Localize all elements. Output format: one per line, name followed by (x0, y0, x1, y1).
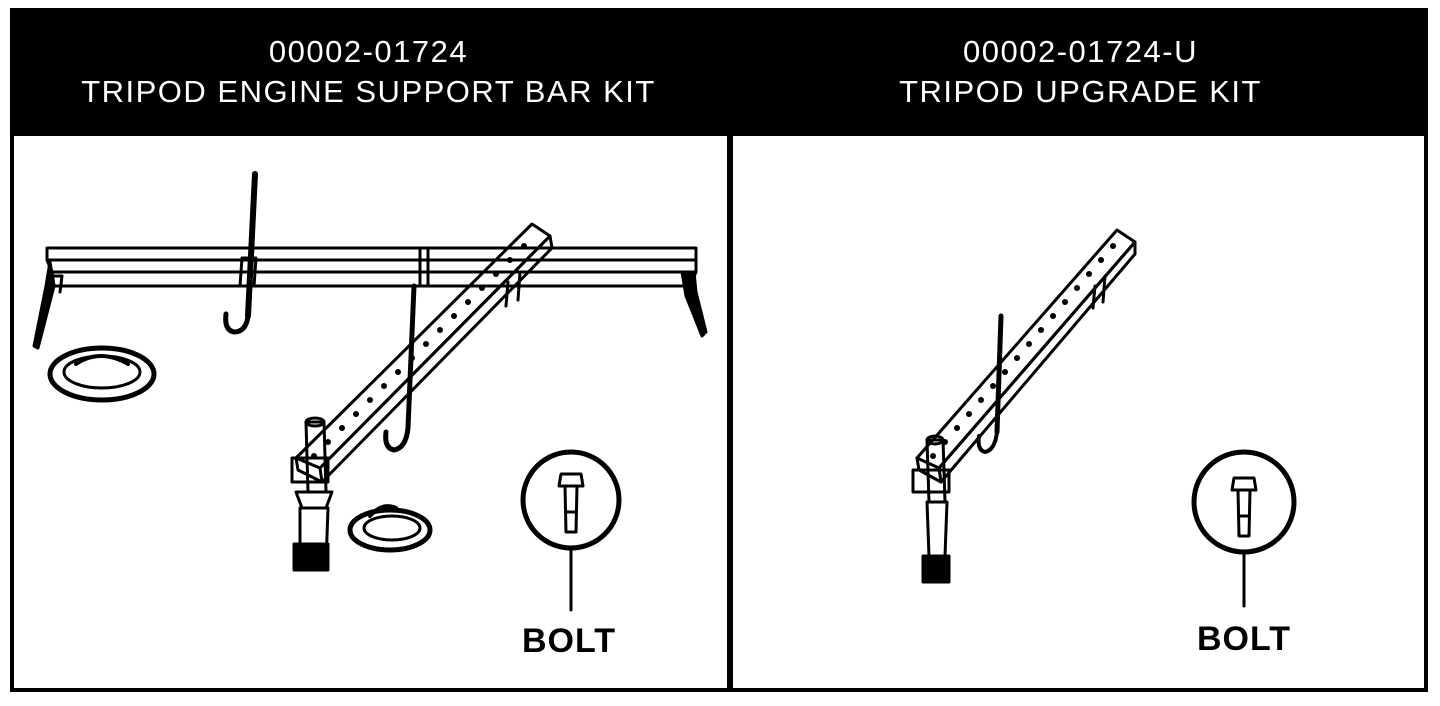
leg-post (290, 416, 334, 572)
bolt-label: BOLT (1197, 620, 1292, 658)
support-bar-kit-drawing (32, 171, 708, 612)
chain-loop-right (347, 504, 433, 553)
panel-header: 00002-01724 TRIPOD ENGINE SUPPORT BAR KI… (10, 8, 727, 136)
bolt-callout (1191, 449, 1297, 608)
diagonal-leg-channel (294, 222, 554, 484)
panel-header: 00002-01724-U TRIPOD UPGRADE KIT (733, 8, 1428, 136)
bolt-label: BOLT (522, 622, 617, 660)
channel-slots (311, 243, 527, 459)
main-support-bar (45, 246, 698, 288)
diagonal-leg-channel (915, 228, 1137, 484)
j-hook (976, 313, 1004, 454)
bar-end-foot-right (680, 270, 708, 338)
bolt-callout (520, 449, 622, 612)
j-hook-tall (223, 171, 258, 335)
bar-end-foot-left (32, 260, 64, 350)
upgrade-kit-drawing (911, 228, 1297, 608)
kit-illustration: BOLT (10, 136, 727, 692)
kit-panel-full: 00002-01724 TRIPOD ENGINE SUPPORT BAR KI… (10, 8, 727, 692)
leg-post (911, 434, 951, 584)
panel-divider (727, 8, 733, 692)
chain-loop-left (47, 345, 157, 403)
kit-panel-upgrade: 00002-01724-U TRIPOD UPGRADE KIT (733, 8, 1428, 692)
channel-slots (930, 243, 1116, 459)
j-hook-short (383, 283, 417, 453)
part-number: 00002-01724-U (963, 34, 1198, 69)
kit-title: TRIPOD UPGRADE KIT (899, 74, 1262, 109)
kit-illustration: BOLT (733, 136, 1428, 692)
kit-title: TRIPOD ENGINE SUPPORT BAR KIT (81, 74, 656, 109)
part-number: 00002-01724 (268, 34, 469, 69)
